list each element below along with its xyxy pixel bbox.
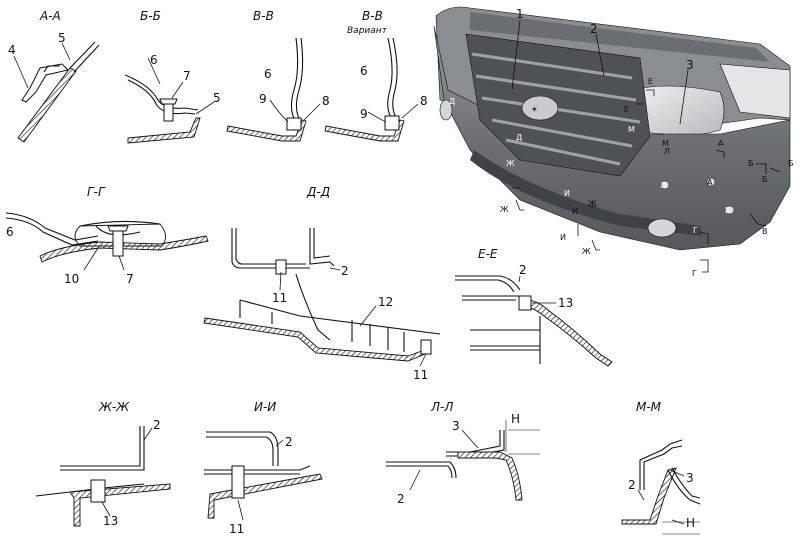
vv-variant-label-6: 6	[360, 64, 368, 78]
mark-zh2: Ж	[500, 205, 509, 214]
section-ee-title: Е-Е	[478, 247, 498, 261]
vv-label-8: 8	[322, 94, 330, 108]
section-dd-title: Д-Д	[306, 185, 330, 199]
vv-variant-label-8: 8	[420, 94, 428, 108]
section-vv-title: В-В	[253, 9, 274, 23]
callout-1: 1	[516, 7, 524, 21]
mm-label-3: 3	[686, 471, 694, 485]
section-ii-title: И-И	[254, 400, 276, 414]
mark-v2: В	[762, 227, 768, 236]
dd-label-11a: 11	[272, 291, 287, 305]
mark-i1: И	[564, 189, 570, 198]
mark-a2: А	[707, 178, 713, 187]
section-ll: Л-Л 3 H 2	[386, 400, 540, 506]
mm-label-2: 2	[628, 478, 636, 492]
mark-d1: Д	[449, 97, 455, 106]
callout-3: 3	[686, 58, 694, 72]
section-gg-title: Г-Г	[87, 185, 106, 199]
gg-label-6: 6	[6, 225, 14, 239]
section-bb-title: Б-Б	[140, 9, 161, 23]
ee-label-13: 13	[558, 296, 573, 310]
ii-label-2: 2	[285, 435, 293, 449]
section-vv-variant-subtitle: Вариант	[347, 26, 388, 36]
mark-zh3: Ж	[588, 199, 597, 208]
mark-l2: Л	[660, 181, 666, 190]
mark-i2: И	[560, 233, 566, 242]
section-vv-variant: В-В Вариант 6 9 8	[324, 9, 428, 142]
dd-label-11b: 11	[413, 368, 428, 382]
zhzh-label-2: 2	[153, 418, 161, 432]
vv-variant-label-9: 9	[360, 107, 368, 121]
aa-label-4: 4	[8, 43, 16, 57]
section-gg: Г-Г 6 10 7	[5, 185, 209, 286]
mark-e1: Е	[648, 77, 653, 86]
section-vv-variant-title: В-В	[362, 9, 383, 23]
section-aa: А-А 4 5	[8, 9, 100, 143]
ii-label-11: 11	[229, 522, 244, 536]
gg-label-7: 7	[126, 272, 134, 286]
mark-m1: М	[628, 125, 635, 134]
section-aa-title: А-А	[39, 9, 61, 23]
bb-label-6: 6	[150, 53, 158, 67]
mark-l1: Л	[664, 147, 670, 156]
section-dd: Д-Д 2 11 12 11	[203, 185, 441, 382]
mark-d2: Д	[516, 133, 522, 142]
mark-i3: И	[572, 207, 578, 216]
mark-v1: В	[725, 206, 731, 215]
aa-label-5: 5	[58, 31, 66, 45]
ll-label-2: 2	[397, 492, 405, 506]
ee-label-2: 2	[519, 263, 527, 277]
dd-label-2: 2	[341, 264, 349, 278]
mm-label-h: H	[686, 516, 695, 530]
vv-label-9: 9	[259, 92, 267, 106]
mark-m2: М	[662, 139, 669, 148]
ll-label-h: H	[511, 412, 520, 426]
mark-zh4: Ж	[582, 247, 591, 256]
mark-b3: Б	[762, 175, 768, 184]
mark-g1: Г	[693, 226, 698, 235]
bb-label-7: 7	[183, 69, 191, 83]
section-bb: Б-Б 6 7 5	[124, 9, 221, 144]
section-vv: В-В 6 9 8	[226, 9, 330, 142]
zhzh-label-13: 13	[103, 514, 118, 528]
bb-label-5: 5	[213, 91, 221, 105]
section-mm: М-М 2 3 H	[621, 400, 701, 535]
section-ii: И-И 2 11	[204, 400, 323, 536]
section-ee: Е-Е 2 13	[455, 247, 613, 367]
gg-label-10: 10	[64, 272, 79, 286]
section-zhzh: Ж-Ж 2 13	[35, 400, 171, 528]
section-zhzh-title: Ж-Ж	[98, 400, 130, 414]
bumper-3d-view: ✶ 1 2 3	[433, 6, 794, 278]
vv-label-6: 6	[264, 67, 272, 81]
mark-b1: Б	[748, 159, 754, 168]
callout-2: 2	[590, 22, 598, 36]
svg-text:✶: ✶	[531, 105, 538, 114]
section-ll-title: Л-Л	[430, 400, 453, 414]
section-mm-title: М-М	[636, 400, 662, 414]
mark-e2: Е	[624, 105, 629, 114]
mark-b2: Б	[788, 159, 794, 168]
mark-g2: Г	[692, 269, 697, 278]
dd-label-12: 12	[378, 295, 393, 309]
ll-label-3: 3	[452, 419, 460, 433]
mark-zh1: Ж	[506, 159, 515, 168]
mark-a1: А	[718, 139, 724, 148]
